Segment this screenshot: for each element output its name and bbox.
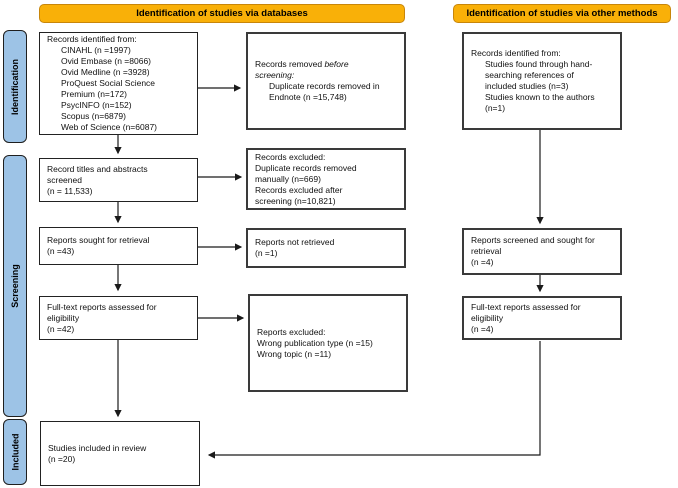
text-line: Records excluded after (255, 184, 343, 195)
text-line: Duplicate records removed (255, 162, 357, 173)
text-line: (n =42) (47, 323, 75, 334)
text-line: (n =43) (47, 246, 75, 256)
box-records-identified-databases: Records identified from: CINAHL (n =1997… (39, 32, 198, 135)
text-line: (n=1) (485, 103, 506, 113)
text-line: Reports not retrieved (255, 237, 335, 247)
text-line: screening (n=10,821) (255, 195, 336, 206)
text-segment-italic: before (324, 59, 349, 69)
header-databases: Identification of studies via databases (39, 4, 405, 23)
box-records-identified-other: Records identified from: Studies found t… (462, 32, 622, 130)
text-line: screening: (255, 70, 400, 81)
text-line: Ovid Medline (n =3928) (61, 67, 150, 77)
text-line: (n =4) (471, 257, 494, 267)
text-line: ProQuest Social Science (61, 78, 156, 88)
box-reports-sought: Reports sought for retrieval (n =43) (39, 227, 198, 265)
text-line: Reports excluded: (257, 326, 326, 337)
text-line: searching references of (485, 70, 574, 80)
stage-tab-included: Included (3, 419, 27, 485)
text-line: Full-text reports assessed for (47, 301, 157, 312)
text-line: (n =20) (48, 453, 76, 464)
stage-tab-screening-label: Screening (10, 264, 21, 308)
header-databases-label: Identification of studies via databases (136, 8, 308, 19)
text-line: Records removed before (255, 59, 400, 70)
text-line: CINAHL (n =1997) (61, 45, 131, 55)
text-line: PsycINFO (n=152) (61, 100, 132, 110)
box-studies-included: Studies included in review (n =20) (40, 421, 200, 486)
text-line: Scopus (n=6879) (61, 111, 126, 121)
text-line: eligibility (471, 312, 504, 323)
header-other-methods-label: Identification of studies via other meth… (466, 8, 658, 19)
text-line: manually (n=669) (255, 173, 321, 184)
text-line: eligibility (47, 312, 80, 323)
header-other-methods: Identification of studies via other meth… (453, 4, 671, 23)
box-reports-screened-other: Reports screened and sought for retrieva… (462, 228, 622, 275)
text-line: Reports sought for retrieval (47, 235, 150, 245)
box-fulltext-assessed-db: Full-text reports assessed for eligibili… (39, 296, 198, 340)
stage-tab-identification: Identification (3, 30, 27, 143)
text-line: Studies included in review (48, 442, 147, 453)
text-segment: Records removed (255, 59, 325, 69)
text-line: Reports screened and sought for (471, 235, 595, 245)
text-line: Premium (n=172) (61, 89, 127, 99)
text-line: included studies (n=3) (485, 81, 569, 91)
stage-tab-included-label: Included (10, 433, 21, 471)
box-records-excluded: Records excluded: Duplicate records remo… (246, 148, 406, 210)
text-line: Full-text reports assessed for (471, 301, 581, 312)
text-line: Studies found through hand- (485, 59, 593, 69)
box-records-removed-before-screening: Records removed before screening: Duplic… (246, 32, 406, 130)
text-line: (n =1) (255, 248, 278, 258)
box-titles-screened: Record titles and abstracts screened (n … (39, 158, 198, 202)
text-line: (n = 11,533) (47, 185, 93, 196)
text-line: Wrong topic (n =11) (257, 348, 332, 359)
text-line: Wrong publication type (n =15) (257, 337, 373, 348)
box-reports-not-retrieved: Reports not retrieved (n =1) (246, 228, 406, 268)
text-line: Endnote (n =15,748) (269, 92, 347, 102)
text-line: Duplicate records removed in (269, 81, 380, 91)
text-line: retrieval (471, 246, 502, 256)
text-segment-italic: screening: (255, 70, 295, 80)
text-line: Records identified from: (471, 48, 561, 58)
text-line: Studies known to the authors (485, 92, 595, 102)
box-reports-excluded: Reports excluded: Wrong publication type… (248, 294, 408, 392)
text-line: (n =4) (471, 323, 494, 334)
text-line: Records excluded: (255, 151, 326, 162)
text-line: screened (47, 174, 82, 185)
stage-tab-identification-label: Identification (10, 58, 20, 115)
text-line: Web of Science (n=6087) (61, 122, 157, 132)
text-line: Records identified from: (47, 34, 137, 44)
text-line: Record titles and abstracts (47, 163, 148, 174)
text-line: Ovid Embase (n =8066) (61, 56, 152, 66)
box-fulltext-assessed-other: Full-text reports assessed for eligibili… (462, 296, 622, 340)
stage-tab-screening: Screening (3, 155, 27, 417)
